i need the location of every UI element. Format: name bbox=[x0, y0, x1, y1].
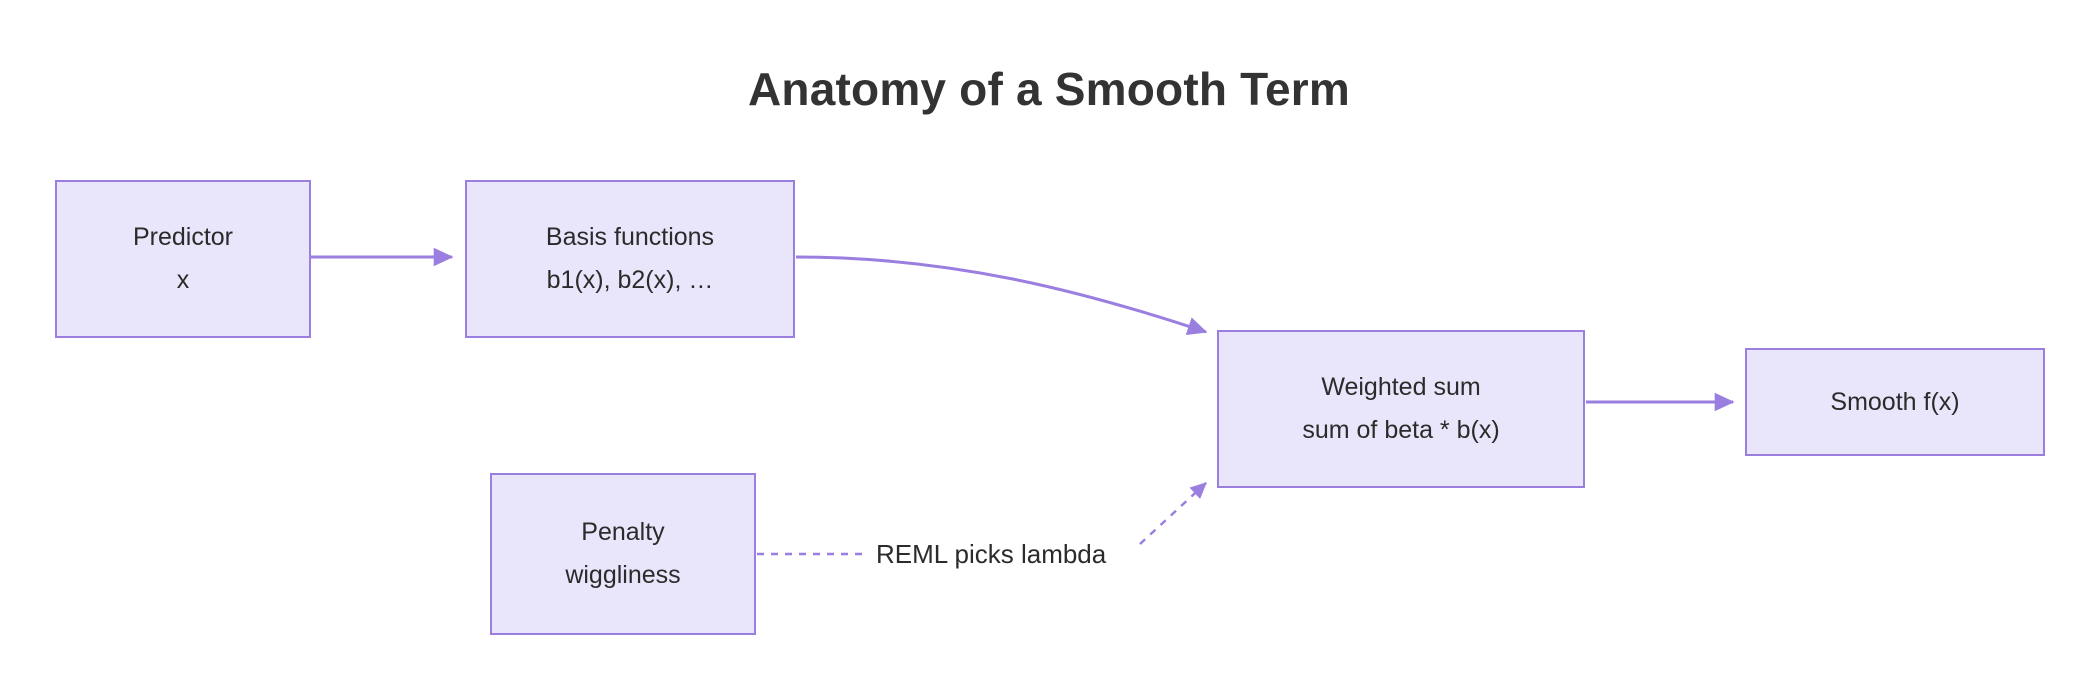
node-predictor-line-1: Predictor bbox=[132, 223, 234, 251]
node-smooth-fx[interactable]: Smooth f(x) bbox=[1745, 348, 2045, 456]
edge-label-reml-picks-lambda: REML picks lambda bbox=[872, 539, 1111, 570]
node-penalty-line-2: wiggliness bbox=[565, 561, 681, 589]
edge-basis-to-weighted bbox=[795, 255, 1208, 336]
node-weighted-sum-line-2: sum of beta * b(x) bbox=[1302, 416, 1500, 444]
node-basis-functions[interactable]: Basis functions b1(x), b2(x), … bbox=[465, 180, 795, 338]
node-weighted-sum-line-1: Weighted sum bbox=[1321, 373, 1481, 401]
node-predictor-line-2: x bbox=[176, 266, 190, 294]
node-penalty-line-1: Penalty bbox=[581, 518, 665, 546]
node-basis-functions-line-2: b1(x), b2(x), … bbox=[546, 266, 714, 294]
node-basis-functions-line-1: Basis functions bbox=[545, 223, 715, 251]
node-penalty[interactable]: Penalty wiggliness bbox=[490, 473, 756, 635]
diagram-title: Anatomy of a Smooth Term bbox=[748, 63, 1350, 115]
node-predictor[interactable]: Predictor x bbox=[55, 180, 311, 338]
node-weighted-sum[interactable]: Weighted sum sum of beta * b(x) bbox=[1217, 330, 1585, 488]
node-smooth-fx-line-1: Smooth f(x) bbox=[1830, 387, 1960, 416]
